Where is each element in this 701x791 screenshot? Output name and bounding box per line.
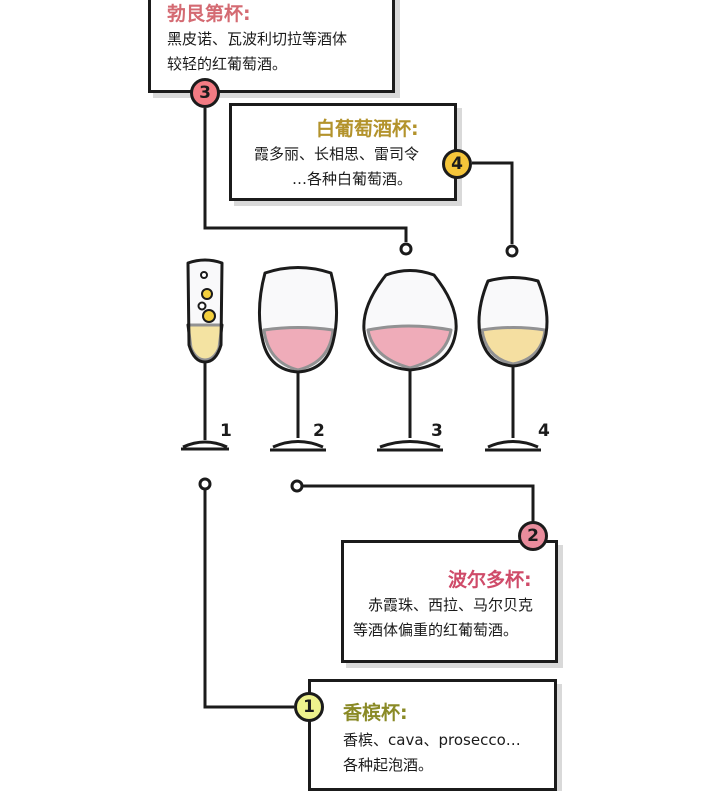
connector-line-white [472, 161, 514, 244]
connector-dot-glass-4 [505, 244, 519, 258]
glass-number-1: 1 [220, 421, 232, 441]
white-wine-info-box: 白葡萄酒杯: 霞多丽、长相思、雷司令 …各种白葡萄酒。 [229, 103, 457, 201]
champagne-flute-glass [181, 258, 229, 451]
champagne-desc-line-2: 各种起泡酒。 [343, 756, 434, 774]
burgundy-desc-line-2: 较轻的红葡萄酒。 [167, 55, 288, 73]
glass-number-3: 3 [431, 421, 443, 441]
burgundy-glass [362, 269, 458, 452]
bordeaux-desc-line-1: 赤霞珠、西拉、马尔贝克 [368, 596, 534, 614]
bordeaux-glass [257, 266, 339, 452]
badge-1: 1 [294, 692, 324, 722]
burgundy-info-box: 勃艮第杯: 黑皮诺、瓦波利切拉等酒体 较轻的红葡萄酒。 [148, 0, 395, 93]
connector-dot-glass-3 [399, 242, 413, 256]
connector-line-burgundy [203, 108, 408, 242]
badge-4: 4 [442, 149, 472, 179]
burgundy-desc-line-1: 黑皮诺、瓦波利切拉等酒体 [167, 30, 348, 48]
white-wine-desc-line-1: 霞多丽、长相思、雷司令 [254, 145, 420, 163]
bordeaux-desc-line-2: 等酒体偏重的红葡萄酒。 [353, 621, 519, 639]
champagne-info-box: 香槟杯: 香槟、cava、prosecco… 各种起泡酒。 [308, 679, 557, 791]
badge-3: 3 [190, 78, 220, 108]
connector-line-bordeaux [302, 484, 535, 523]
glass-number-2: 2 [313, 421, 325, 441]
bordeaux-title: 波尔多杯: [448, 569, 532, 591]
connector-dot-glass-2 [290, 479, 304, 493]
white-wine-title: 白葡萄酒杯: [316, 118, 419, 140]
glass-number-4: 4 [538, 421, 550, 441]
white-wine-desc-line-2: …各种白葡萄酒。 [292, 170, 413, 188]
burgundy-title: 勃艮第杯: [167, 3, 251, 25]
bordeaux-info-box: 波尔多杯: 赤霞珠、西拉、马尔贝克 等酒体偏重的红葡萄酒。 [341, 540, 558, 663]
champagne-desc-line-1: 香槟、cava、prosecco… [343, 731, 521, 749]
champagne-title: 香槟杯: [343, 702, 408, 724]
white-wine-glass [477, 276, 549, 452]
connector-line-champagne [203, 488, 294, 709]
badge-2: 2 [518, 521, 548, 551]
connector-dot-glass-1 [198, 477, 212, 491]
